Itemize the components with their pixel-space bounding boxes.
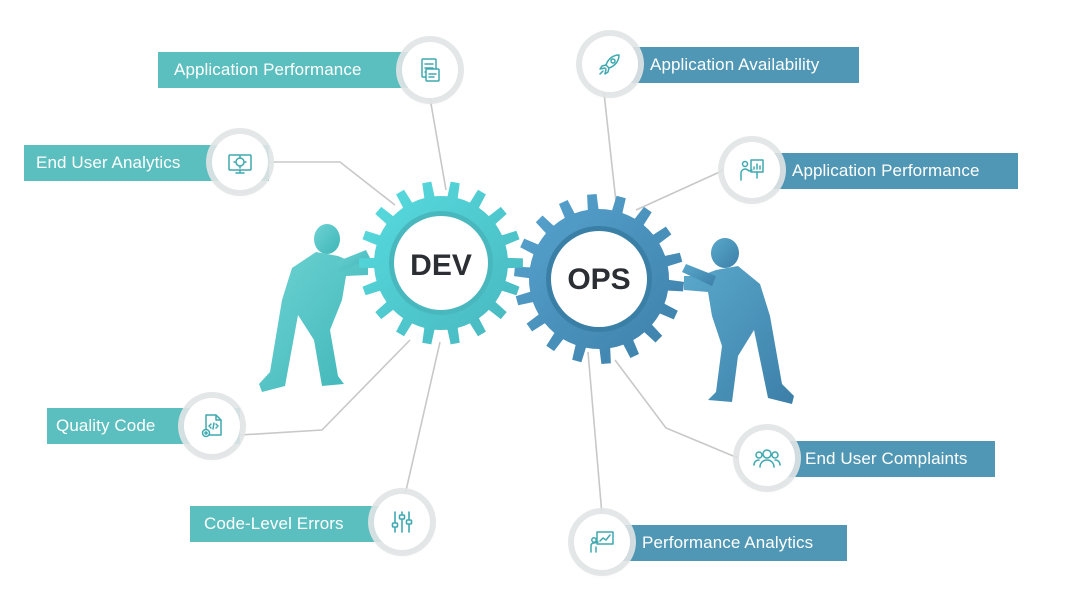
gearOps-center: [551, 231, 647, 327]
code-file-gear-icon: [184, 398, 240, 454]
ops-gear: [514, 194, 684, 364]
connector-dev-code-level-errors: [404, 341, 441, 496]
gearDev-center: [394, 216, 488, 310]
presenter-board-icon: [724, 142, 780, 198]
label-ops-performance-analytics: Performance Analytics: [602, 525, 847, 561]
label-dev-code-level-errors: Code-Level Errors: [190, 506, 405, 542]
dev-gear: [359, 181, 523, 345]
label-ops-end-user-complaints: End User Complaints: [767, 441, 995, 477]
sliders-icon: [374, 494, 430, 550]
document-stack-icon: [402, 42, 458, 98]
connector-dev-quality-code: [239, 339, 411, 436]
users-group-icon: [739, 430, 795, 486]
rocket-icon: [582, 36, 638, 92]
label-dev-application-performance: Application Performance: [158, 52, 430, 88]
connector-dev-end-user-analytics: [268, 161, 396, 206]
label-ops-application-performance: Application Performance: [752, 153, 1018, 189]
connector-ops-app-availability: [603, 92, 617, 203]
dev-gear-label: DEV: [410, 249, 472, 282]
ops-gear-label: OPS: [567, 263, 631, 296]
ops-person-figure: [682, 238, 794, 404]
label-ops-application-availability: Application Availability: [606, 47, 859, 83]
analytics-monitor-icon: [212, 134, 268, 190]
connector-dev-app-performance: [429, 97, 447, 191]
dev-person-figure: [259, 224, 370, 392]
connector-ops-app-performance: [635, 169, 725, 211]
connector-ops-end-user-complaints: [614, 359, 739, 459]
connector-ops-performance-analytics: [587, 351, 603, 516]
presentation-chart-icon: [574, 514, 630, 570]
